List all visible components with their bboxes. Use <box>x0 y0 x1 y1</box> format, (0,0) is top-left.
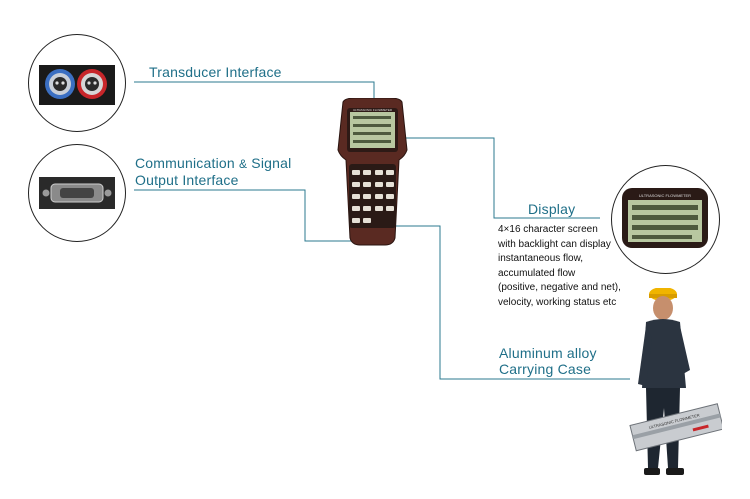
communication-word: Communication <box>135 155 235 171</box>
case-label-line1: Aluminum alloy <box>499 345 597 361</box>
case-connector <box>395 225 630 380</box>
display-connector <box>395 137 600 219</box>
display-description: 4×16 character screen with backlight can… <box>498 223 621 311</box>
transducer-connector <box>134 81 375 100</box>
ampersand: & <box>238 157 248 171</box>
communication-interface-circle <box>28 144 126 242</box>
device-screen-title: ULTRASONIC FLOWMETER <box>353 108 393 112</box>
worker-with-case-image: ULTRASONIC FLOWMETER <box>629 288 722 475</box>
output-interface-label: Output Interface <box>135 172 239 188</box>
display-circle: ULTRASONIC FLOWMETER <box>611 165 720 274</box>
communication-connector <box>134 189 360 242</box>
display-desc-line: with backlight can display <box>498 238 611 250</box>
display-desc-line: 4×16 character screen <box>498 224 598 235</box>
display-desc-line: velocity, working status etc <box>498 296 617 308</box>
communication-label: Communication & Signal <box>135 155 291 172</box>
serial-port-image <box>39 177 115 209</box>
case-label-line2: Carrying Case <box>499 361 592 377</box>
signal-word: Signal <box>251 155 292 171</box>
display-desc-line: accumulated flow <box>498 267 576 279</box>
display-closeup-title: ULTRASONIC FLOWMETER <box>639 193 691 198</box>
transducer-connectors-image <box>39 65 115 105</box>
display-closeup-image: ULTRASONIC FLOWMETER <box>622 188 708 248</box>
display-desc-line: (positive, negative and net), <box>498 282 621 294</box>
transducer-interface-label: Transducer Interface <box>149 64 282 80</box>
display-label: Display <box>528 201 576 217</box>
carrying-case-label: Aluminum alloy Carrying Case <box>499 345 597 377</box>
transducer-interface-circle <box>28 34 126 132</box>
flowmeter-device-image: ULTRASONIC FLOWMETER <box>337 98 408 246</box>
display-desc-line: instantaneous flow, <box>498 253 584 265</box>
